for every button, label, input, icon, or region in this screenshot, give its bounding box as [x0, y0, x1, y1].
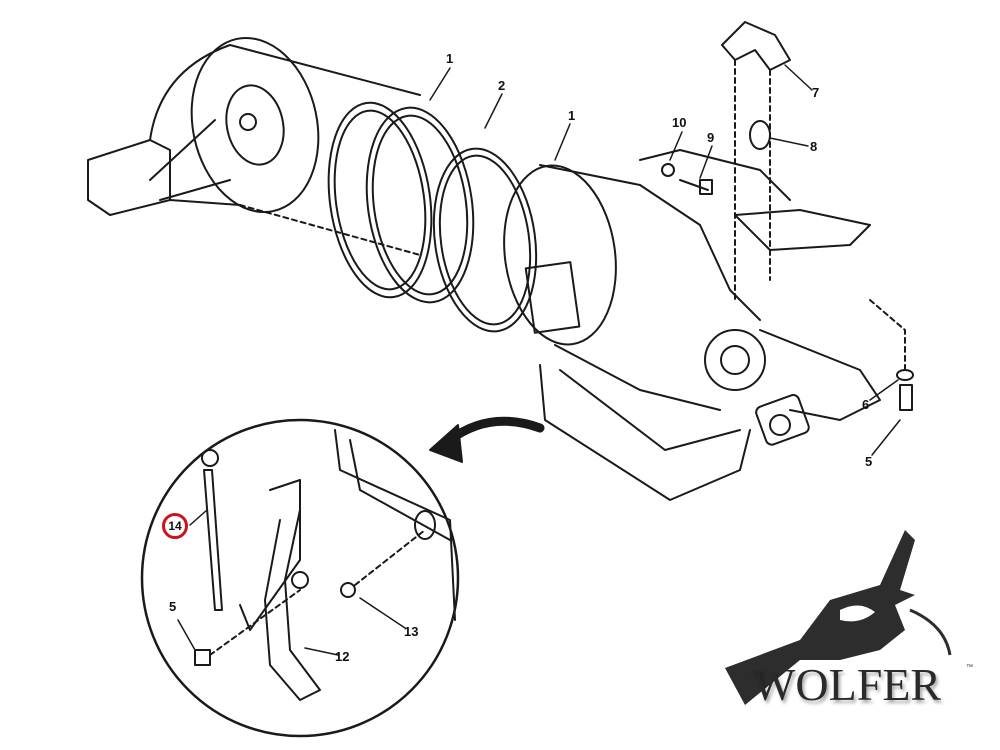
callout-bracket: 7: [812, 85, 820, 100]
seal-rings: [327, 101, 538, 333]
callout-spacer: 8: [810, 139, 818, 154]
callout-ring-seal-right: 1: [568, 108, 576, 123]
callout-washer-top: 10: [672, 115, 687, 130]
callout-bolt-inset: 5: [169, 599, 177, 614]
callout-bolt-right: 5: [865, 454, 873, 469]
detail-inset: [140, 418, 460, 738]
callout-dipstick-tube: 12: [335, 649, 350, 664]
logo-wordmark: WOLFER: [752, 659, 942, 710]
detail-arrow-head: [429, 424, 463, 463]
mounting-bracket: [661, 21, 914, 411]
leader-lines: [177, 64, 901, 656]
callout-washer-right: 6: [862, 397, 870, 412]
callout-ring-seal-left: 1: [446, 51, 454, 66]
flywheel-housing: [87, 36, 421, 256]
logo-trademark: ™: [966, 664, 973, 671]
callout-bolt-top: 9: [707, 130, 715, 145]
transmission-body: [503, 149, 881, 501]
callout-ring-middle: 2: [498, 78, 506, 93]
callout-dipstick-highlighted[interactable]: 14: [162, 513, 188, 539]
callout-grommet: 13: [404, 624, 419, 639]
